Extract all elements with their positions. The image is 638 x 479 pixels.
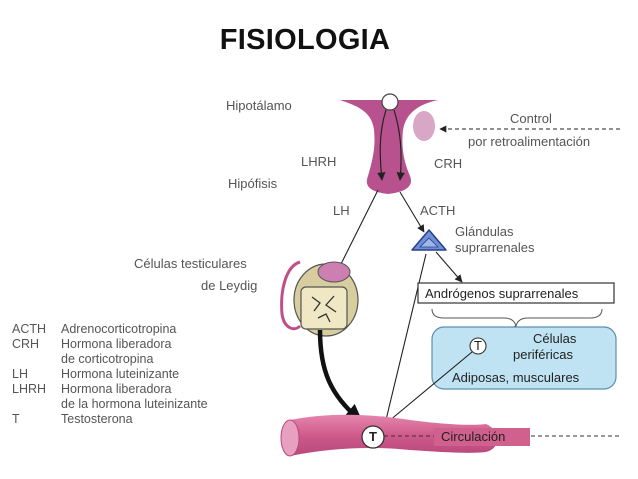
legend-row: LHRH Hormona liberadora de la hormona lut… <box>12 382 208 412</box>
label-circulacion: Circulación <box>441 429 505 444</box>
legend-desc: Adrenocorticotropina <box>61 322 177 336</box>
hypothalamus-node <box>381 93 399 111</box>
legend-row: CRH Hormona liberadora de corticotropina <box>12 337 208 367</box>
circulation-t-symbol: T <box>369 429 377 444</box>
label-celulas-test-2: de Leydig <box>201 278 257 293</box>
label-celulas-perif-1: Células <box>533 331 577 346</box>
pituitary-inner-arrow-left <box>377 109 387 181</box>
legend-desc: Hormona liberadora de corticotropina <box>61 337 172 366</box>
legend-abbr: T <box>12 412 20 426</box>
legend-row: LH Hormona luteinizante <box>12 367 208 382</box>
arrow-peripheral-to-circulation <box>382 351 473 427</box>
brace <box>431 308 603 327</box>
legend-abbr: LHRH <box>12 382 47 396</box>
label-lhrh: LHRH <box>301 154 336 169</box>
legend-desc: Hormona liberadora de la hormona luteini… <box>61 382 208 411</box>
legend-abbr: LH <box>12 367 28 381</box>
testis-cap <box>317 261 351 283</box>
label-crh: CRH <box>434 156 462 171</box>
leydig-cell <box>300 286 348 330</box>
peripheral-t-node <box>469 337 487 355</box>
pituitary-inner-arrow-right <box>393 109 405 181</box>
arrow-adrenal-to-androgens <box>435 251 463 283</box>
seminiferous-tubule <box>280 260 302 331</box>
arrow-leydig-to-circulation <box>317 329 363 423</box>
label-glandulas-2: suprarrenales <box>455 240 535 255</box>
label-lh: LH <box>333 203 350 218</box>
peripheral-t-symbol: T <box>474 338 482 353</box>
label-control-2: por retroalimentación <box>468 134 590 149</box>
pituitary-lobe <box>413 111 435 141</box>
legend-row: ACTH Adrenocorticotropina <box>12 322 208 337</box>
label-glandulas-1: Glándulas <box>455 224 514 239</box>
circulation-t-node <box>361 425 385 449</box>
vessel-end <box>280 419 300 457</box>
hypothalamus-pituitary-shape <box>340 100 438 194</box>
legend-abbr: CRH <box>12 337 40 351</box>
label-hipotalamo: Hipotálamo <box>226 98 292 113</box>
androgenos-box <box>417 282 615 304</box>
legend-abbr: ACTH <box>12 322 47 336</box>
label-adiposas: Adiposas, musculares <box>452 370 580 385</box>
label-control-1: Control <box>510 111 552 126</box>
legend-row: T Testosterona <box>12 412 208 427</box>
arrow-adrenal-to-circulation <box>382 253 427 425</box>
label-hipofisis: Hipófisis <box>228 176 278 191</box>
arrow-acth-to-adrenal <box>399 191 425 233</box>
legend-desc: Hormona luteinizante <box>61 367 180 381</box>
page-title: FISIOLOGIA <box>219 24 391 56</box>
label-celulas-perif-2: periféricas <box>513 347 573 362</box>
label-androgenos: Andrógenos suprarrenales <box>425 286 579 301</box>
label-celulas-test-1: Células testiculares <box>134 256 247 271</box>
label-acth: ACTH <box>420 203 455 218</box>
legend-desc: Testosterona <box>61 412 133 426</box>
